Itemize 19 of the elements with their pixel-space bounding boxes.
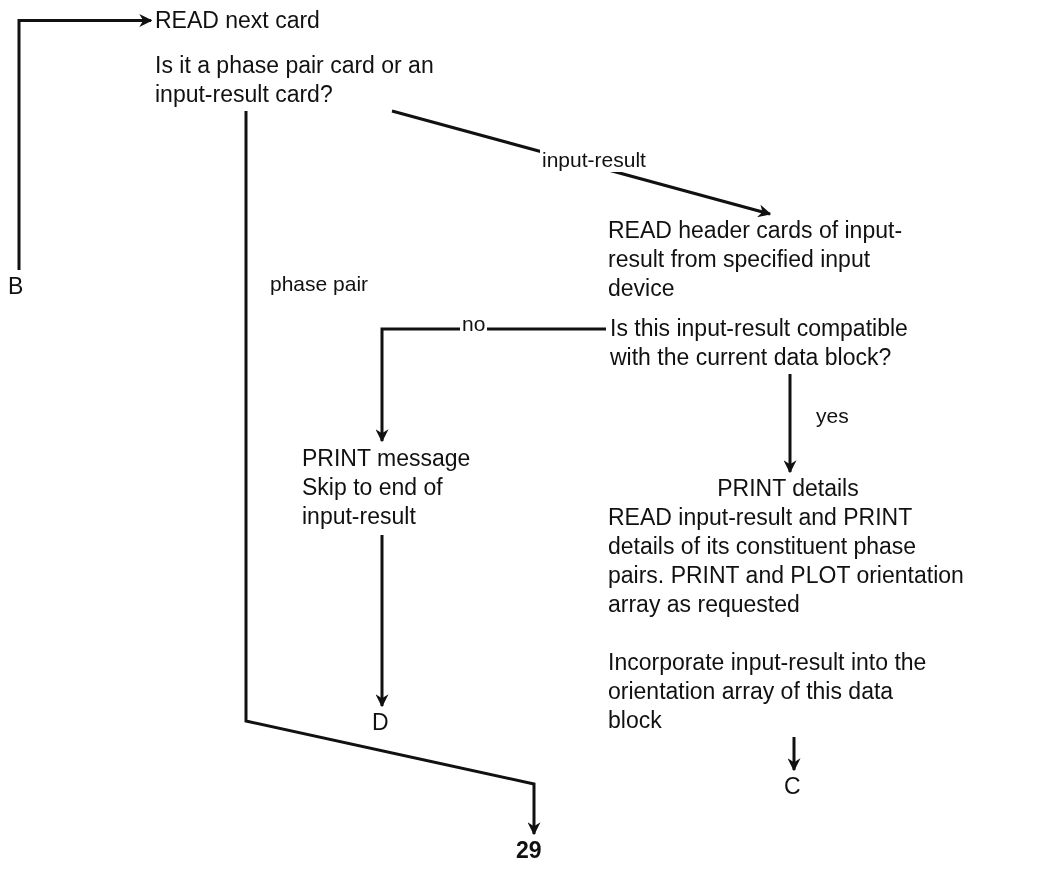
flow-step-text: D	[372, 708, 394, 737]
flow-step-text: 29	[516, 836, 556, 865]
flow-step-text: B	[8, 272, 30, 301]
flow-step-text: Is it a phase pair card or an input-result card?	[155, 51, 445, 109]
flow-step-text: Is this input-result compatible with the current data block?	[610, 314, 955, 372]
step-heading: PRINT details	[716, 474, 860, 503]
arrow	[17, 14, 153, 270]
flow-step-text: READ header cards of input-result from specified input device	[608, 216, 913, 303]
arrow	[244, 111, 541, 836]
flow-step-text: C	[784, 772, 806, 801]
arrow	[375, 327, 606, 443]
arrow	[787, 737, 801, 772]
arrow	[783, 374, 797, 474]
flow-step-text: Incorporate input-result into the orientation array of this data block	[608, 648, 943, 735]
arrow	[375, 535, 389, 708]
edge-label: input-result	[540, 148, 648, 172]
flow-step-text: READ next card	[155, 6, 415, 35]
step-body: READ input-result and PRINT details of its constituent phase pairs. PRINT and PLOT orientation array as requested	[608, 503, 965, 619]
flow-step-text: PRINT message Skip to end of input-result	[302, 444, 472, 531]
